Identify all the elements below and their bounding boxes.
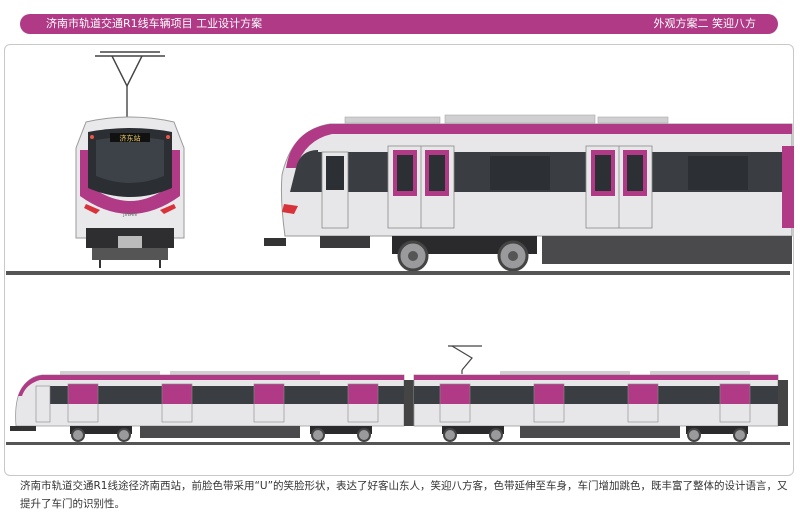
full-train-car-2 [413,371,788,442]
front-logo: JINAN [122,212,137,218]
front-view-train: 济东站 JINAN [75,116,185,268]
front-pantograph [95,51,165,119]
caption-text: 济南市轨道交通R1线途径济南西站，前脸色带采用“U”的笑脸形状，表达了好客山东人… [20,480,788,510]
header-bar: 济南市轨道交通R1线车辆项目 工业设计方案 外观方案二 笑迎八方 [20,14,778,34]
side-door-2 [585,145,653,229]
rail-top [6,271,790,275]
full-train-car-1 [10,371,405,442]
car-gangway [404,380,414,426]
header-right-title: 外观方案二 笑迎八方 [653,17,757,30]
side-door-1 [387,145,455,229]
side-closeup-train [264,114,794,272]
header-left-title: 济南市轨道交通R1线车辆项目 工业设计方案 [46,17,263,30]
rail-bottom [6,442,790,445]
destination-display: 济东站 [120,134,141,143]
full-train-pantograph [448,345,482,374]
